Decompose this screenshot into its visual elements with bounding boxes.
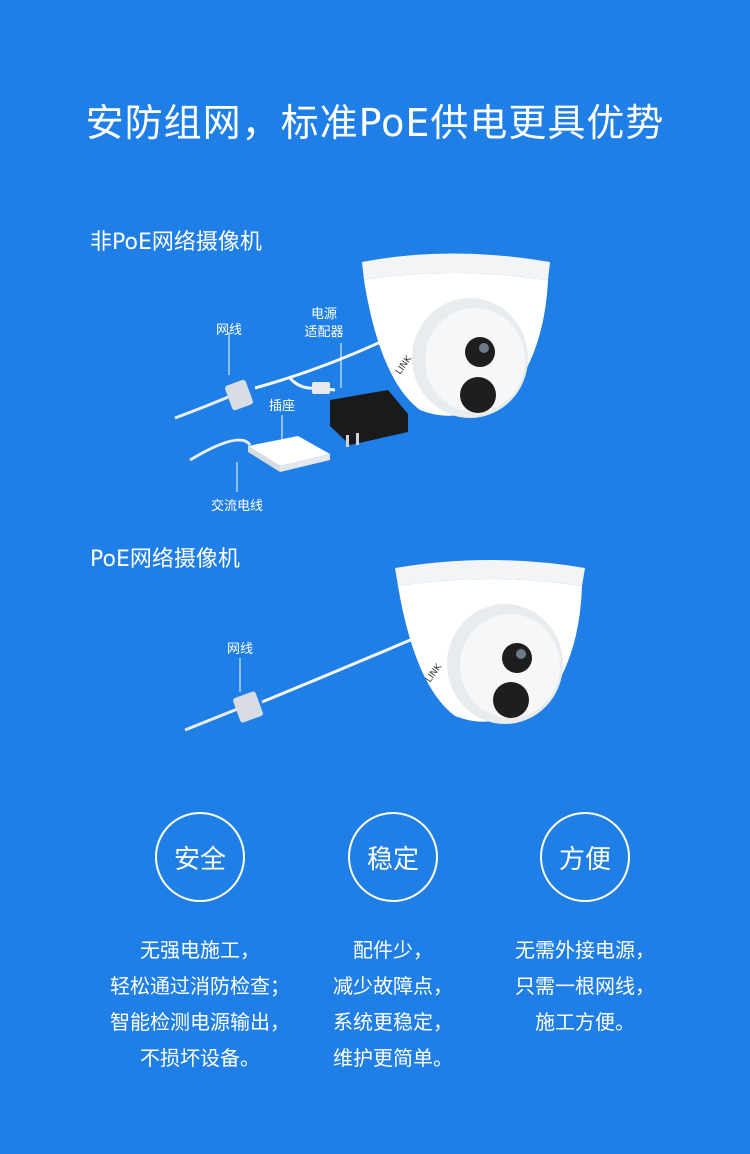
feature-safe: 安全 无强电施工， 轻松通过消防检查； 智能检测电源输出， 不损坏设备。 bbox=[85, 812, 315, 1076]
adapter-label-line1: 电源 bbox=[310, 307, 337, 322]
ac-cable-label: 交流电线 bbox=[210, 499, 263, 514]
camera-non-poe: LINK bbox=[362, 253, 550, 418]
network-cable-label: 网线 bbox=[215, 323, 242, 338]
feature-stable-desc: 配件少， 减少故障点， 系统更稳定， 维护更简单。 bbox=[333, 938, 453, 1070]
feature-convenient: 方便 无需外接电源， 只需一根网线， 施工方便。 bbox=[470, 812, 700, 1040]
rj45-connector bbox=[225, 379, 253, 411]
dc-plug bbox=[312, 382, 330, 394]
rj45-connector bbox=[233, 691, 263, 723]
adapter-label-line2: 适配器 bbox=[304, 325, 344, 340]
non-poe-illustration: LINK bbox=[174, 253, 550, 492]
feature-safe-circle: 安全 bbox=[155, 812, 245, 902]
page-title: 安防组网，标准PoE供电更具优势 bbox=[85, 101, 665, 145]
power-socket bbox=[248, 436, 330, 466]
ac-cable bbox=[189, 438, 252, 462]
camera-poe: LINK bbox=[395, 560, 585, 724]
feature-convenient-circle: 方便 bbox=[540, 812, 630, 902]
feature-safe-desc: 无强电施工， 轻松通过消防检查； 智能检测电源输出， 不损坏设备。 bbox=[110, 938, 290, 1070]
feature-stable: 稳定 配件少， 减少故障点， 系统更稳定， 维护更简单。 bbox=[278, 812, 508, 1076]
poe-illustration: LINK bbox=[184, 560, 585, 732]
poe-camera-label: PoE网络摄像机 bbox=[90, 547, 240, 572]
network-cable bbox=[184, 706, 241, 732]
camera-cable bbox=[261, 636, 416, 704]
feature-stable-circle: 稳定 bbox=[348, 812, 438, 902]
power-adapter bbox=[330, 390, 408, 445]
poe-network-cable-label: 网线 bbox=[226, 642, 253, 657]
socket-label: 插座 bbox=[268, 399, 295, 414]
camera-cable bbox=[254, 338, 386, 390]
non-poe-camera-label: 非PoE网络摄像机 bbox=[90, 230, 262, 255]
feature-convenient-desc: 无需外接电源， 只需一根网线， 施工方便。 bbox=[515, 938, 655, 1034]
